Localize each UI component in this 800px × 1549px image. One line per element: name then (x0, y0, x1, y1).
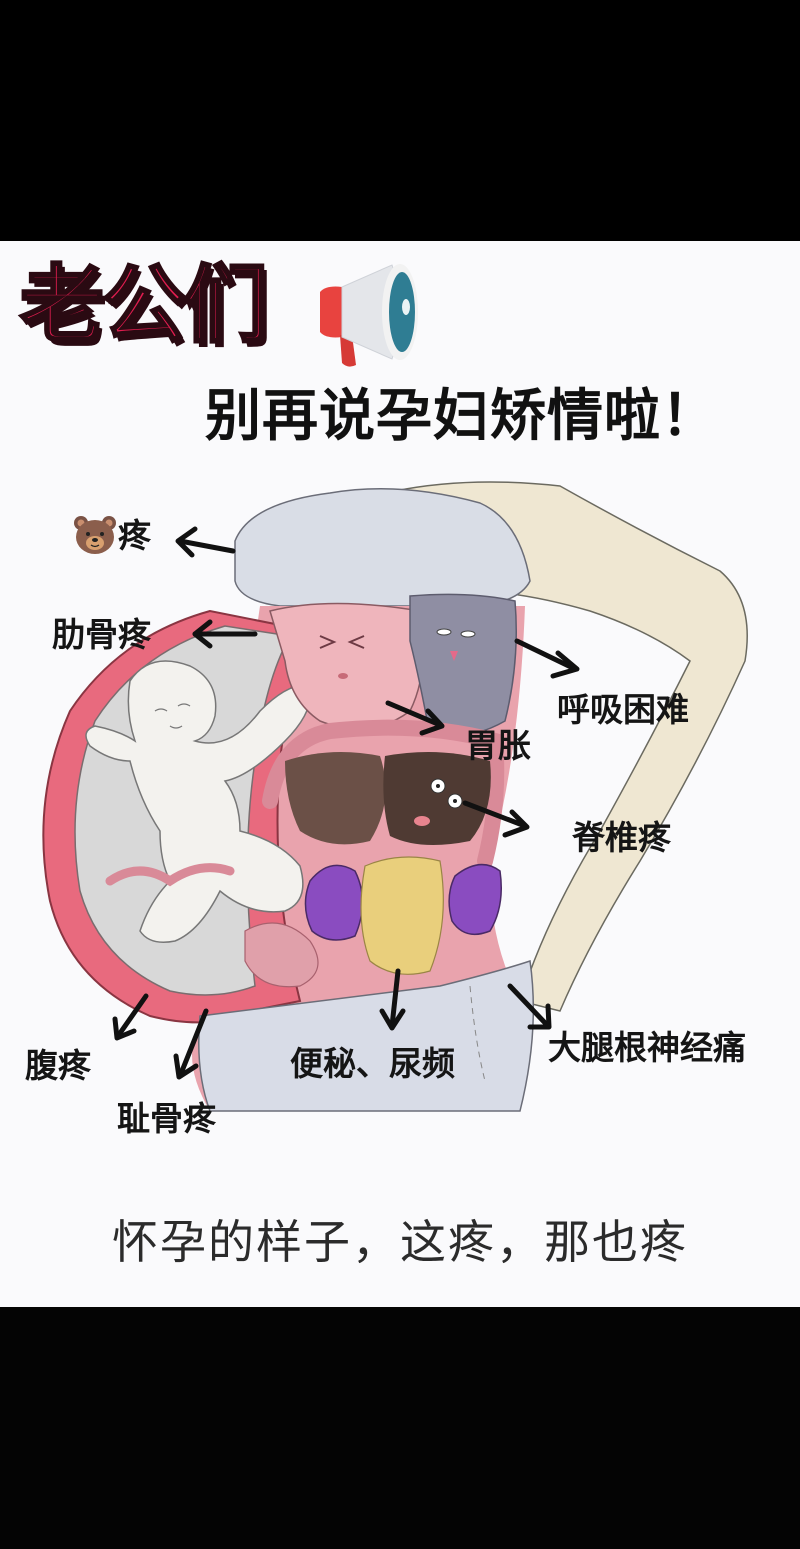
label-spine-pain: 脊椎疼 (572, 818, 671, 857)
headline-subtitle: 别再说孕妇矫情啦！ (205, 384, 718, 449)
label-thigh-nerve-pain: 大腿根神经痛 (548, 1028, 746, 1067)
pregnancy-anatomy-illustration (42, 481, 748, 1112)
label-stomach-bloating: 胃胀 (465, 726, 531, 765)
headline-husbands: 老公们 (18, 256, 269, 354)
label-chest-pain-text: 疼 (118, 516, 151, 555)
caption: 怀孕的样子，这疼，那也疼 (112, 1215, 688, 1269)
label-rib-pain: 肋骨疼 (52, 615, 151, 654)
label-constipation-frequent-urination: 便秘、尿频 (290, 1044, 455, 1083)
bear-face-icon (72, 514, 118, 561)
label-abdominal-pain: 腹疼 (25, 1046, 91, 1085)
label-breathing-difficulty: 呼吸困难 (557, 690, 689, 729)
label-pubic-pain: 耻骨疼 (117, 1099, 216, 1138)
megaphone-icon (320, 264, 418, 367)
bottom-black-bar (0, 1307, 800, 1549)
top-black-bar (0, 0, 800, 241)
infographic-panel: 老公们 别再说孕妇矫情啦！ 疼 肋骨疼 呼吸困难 胃胀 脊椎疼 腹疼 耻骨疼 便… (0, 241, 800, 1307)
label-chest-pain: 疼 (72, 514, 151, 561)
